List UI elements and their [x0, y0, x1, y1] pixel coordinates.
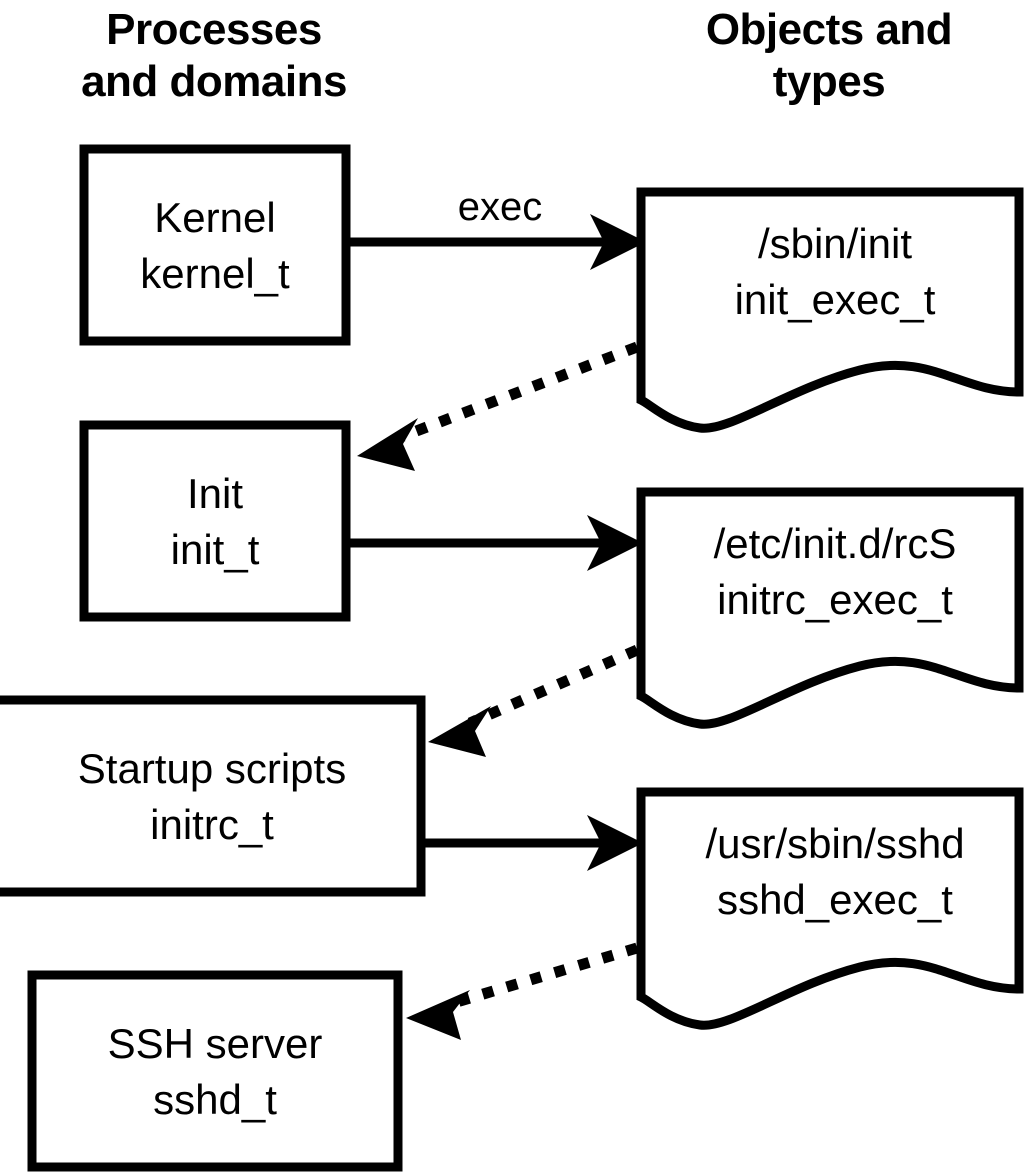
- edge-kernel-exec-init: exec: [350, 185, 646, 270]
- node-initrc-exec[interactable]: /etc/init.d/rcS initrc_exec_t: [636, 487, 1024, 729]
- edge-initexec-to-init-arrowhead: [357, 418, 418, 471]
- node-sshd-box[interactable]: [27, 970, 403, 1172]
- node-sshd-exec-label-line2: sshd_exec_t: [717, 876, 953, 923]
- edge-sshdexec-to-sshd: [406, 942, 639, 1040]
- node-init-exec-label-line2: init_exec_t: [735, 276, 936, 323]
- node-initrc-box[interactable]: [0, 695, 426, 897]
- edge-init-exec-initrc-arrowhead: [587, 515, 643, 571]
- column-header-left-line2: and domains: [81, 57, 347, 106]
- edge-initrcexec-to-initrc-arrowhead: [428, 706, 491, 757]
- edge-initrc-exec-sshd-arrowhead: [587, 815, 643, 871]
- node-sshd-label-line1: SSH server: [108, 1020, 323, 1067]
- node-kernel-box[interactable]: [79, 144, 351, 346]
- node-init[interactable]: Init init_t: [79, 420, 351, 622]
- edge-initrc-exec-sshd: [425, 815, 643, 871]
- node-kernel[interactable]: Kernel kernel_t: [79, 144, 351, 346]
- column-header-right-line1: Objects and: [706, 5, 952, 54]
- edge-initexec-to-init: [357, 341, 639, 471]
- node-init-exec[interactable]: /sbin/init init_exec_t: [636, 187, 1024, 433]
- node-sshd-exec-label-line1: /usr/sbin/sshd: [705, 820, 964, 867]
- node-initrc-exec-label-line1: /etc/init.d/rcS: [714, 520, 957, 567]
- node-sshd-label-line2: sshd_t: [153, 1076, 277, 1123]
- column-header-right: Objects and types: [706, 5, 953, 106]
- edge-initrcexec-to-initrc-line: [467, 644, 640, 729]
- node-initrc[interactable]: Startup scripts initrc_t: [0, 695, 426, 897]
- node-sshd-exec-shape[interactable]: [636, 787, 1024, 1030]
- node-init-label-line1: Init: [187, 470, 243, 517]
- node-initrc-label-line1: Startup scripts: [78, 745, 346, 792]
- node-init-label-line2: init_t: [171, 526, 260, 573]
- node-init-box[interactable]: [79, 420, 351, 622]
- edge-kernel-exec-init-arrowhead: [590, 214, 646, 270]
- column-header-left-line1: Processes: [106, 5, 322, 54]
- node-init-exec-label-line1: /sbin/init: [758, 220, 912, 267]
- node-initrc-exec-shape[interactable]: [636, 487, 1024, 729]
- node-kernel-label-line1: Kernel: [154, 194, 275, 241]
- node-kernel-label-line2: kernel_t: [140, 250, 290, 297]
- column-header-left: Processes and domains: [81, 5, 347, 106]
- column-header-right-line2: types: [773, 57, 885, 106]
- edge-init-exec-initrc: [350, 515, 643, 571]
- node-init-exec-shape[interactable]: [636, 187, 1024, 433]
- edge-initrcexec-to-initrc: [428, 644, 640, 757]
- node-sshd-exec[interactable]: /usr/sbin/sshd sshd_exec_t: [636, 787, 1024, 1030]
- node-initrc-label-line2: initrc_t: [150, 801, 274, 848]
- edge-label-exec: exec: [458, 185, 543, 229]
- node-initrc-exec-label-line2: initrc_exec_t: [717, 576, 953, 623]
- edge-initexec-to-init-line: [396, 341, 639, 444]
- node-sshd[interactable]: SSH server sshd_t: [27, 970, 403, 1172]
- edge-sshdexec-to-sshd-arrowhead: [406, 990, 470, 1040]
- edge-sshdexec-to-sshd-line: [448, 942, 639, 1010]
